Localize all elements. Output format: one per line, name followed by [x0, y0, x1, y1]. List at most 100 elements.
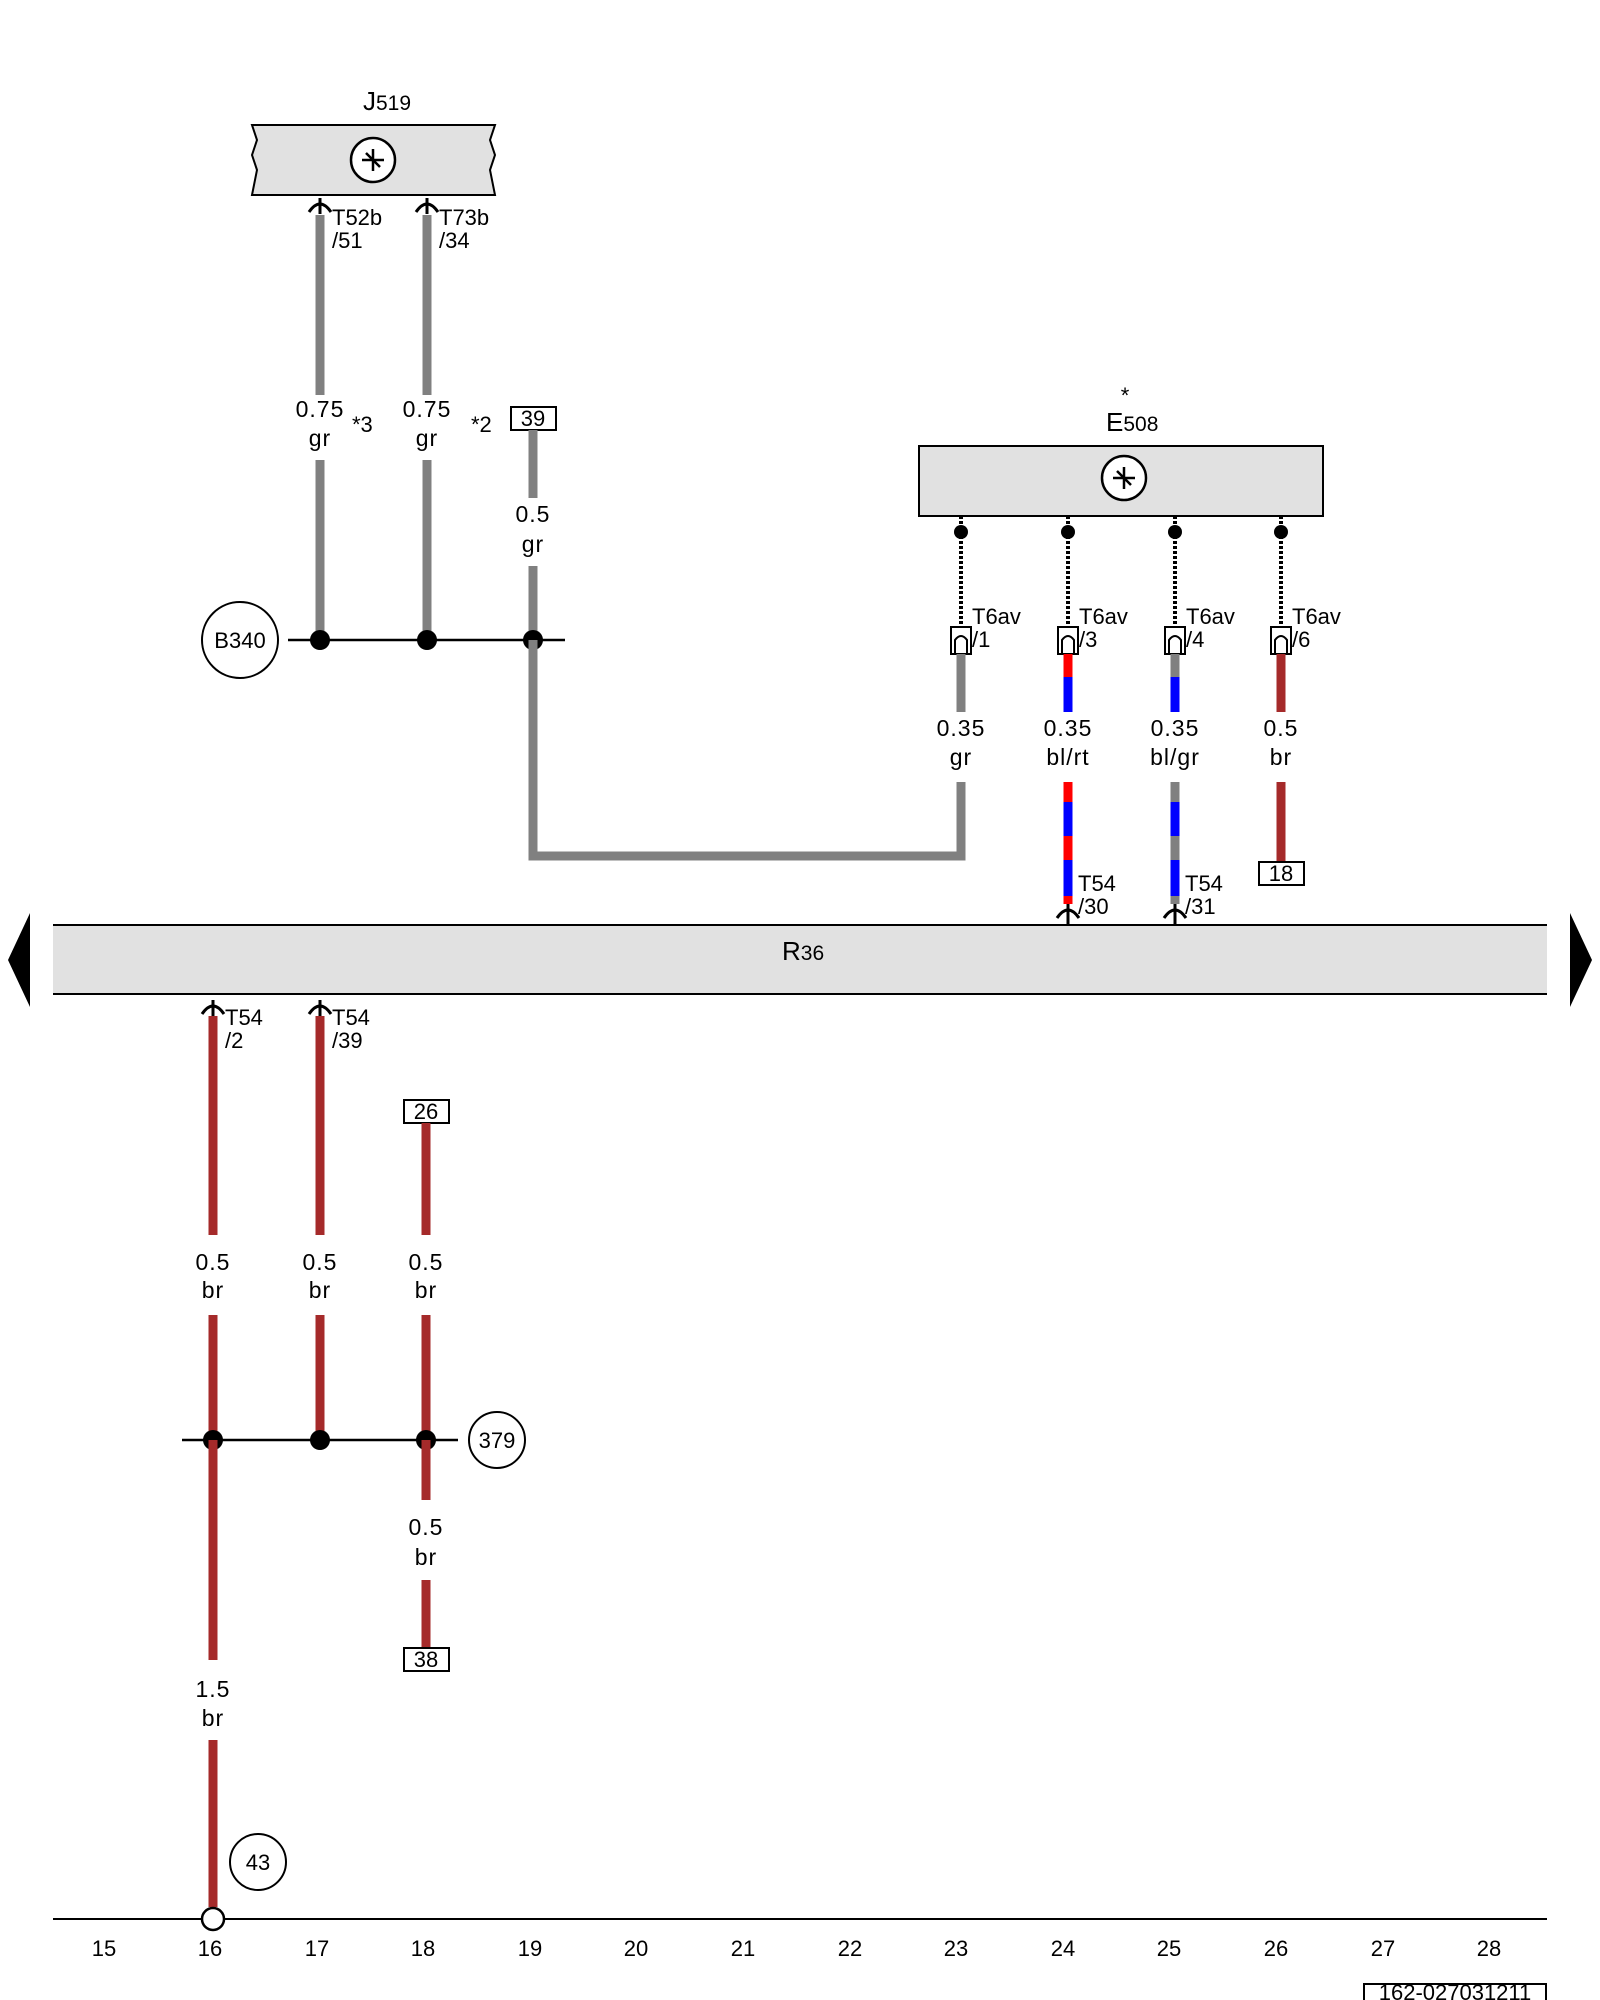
document-id-box: 162-027031211	[1363, 1980, 1547, 2000]
track-number: 27	[1371, 1936, 1395, 1961]
connector-pin: /34	[439, 228, 470, 253]
svg-text:18: 18	[1269, 861, 1293, 886]
wire-color-label: gr	[416, 425, 438, 451]
component-label-j519: J519	[363, 86, 411, 116]
electronic-symbol-icon	[349, 136, 397, 184]
connector-label: T6av	[1186, 604, 1235, 629]
wire-note: *3	[352, 412, 373, 437]
wire-size-label: 0.35	[1044, 715, 1093, 741]
connector-label: T6av	[1292, 604, 1341, 629]
track-number: 28	[1477, 1936, 1501, 1961]
track-number: 18	[411, 1936, 435, 1961]
wire-size-label: 0.35	[937, 715, 986, 741]
wire-note: *2	[471, 412, 492, 437]
reference-box-39[interactable]: 39	[510, 406, 557, 431]
connector-r36-t54-30-icon	[1055, 904, 1081, 924]
component-label-r36: R36	[782, 936, 824, 966]
connector-label: T54	[1185, 871, 1223, 896]
connector-pin: /3	[1079, 627, 1097, 652]
track-number: 20	[624, 1936, 648, 1961]
wire-size-label: 0.35	[1151, 715, 1200, 741]
reference-box-18[interactable]: 18	[1258, 861, 1305, 886]
connector-label: T54	[225, 1005, 263, 1030]
arrow-right-icon[interactable]	[1570, 913, 1592, 1007]
connector-pin: /1	[972, 627, 990, 652]
wire-color-label: br	[202, 1705, 224, 1731]
track-number: 22	[838, 1936, 862, 1961]
connector-pin: /4	[1186, 627, 1204, 652]
wire-color-label: bl/rt	[1046, 744, 1089, 770]
connector-r36-t54-2-icon	[200, 1000, 226, 1016]
wire-size-label: 0.5	[516, 501, 551, 527]
wire-size-label: 0.5	[1264, 715, 1299, 741]
component-r36[interactable]	[53, 924, 1547, 995]
connector-e508-pin6-icon	[1270, 626, 1292, 655]
connector-pin: /51	[332, 228, 363, 253]
connector-pin: /2	[225, 1028, 243, 1053]
connector-pin: /6	[1292, 627, 1310, 652]
connector-e508-pin4-icon	[1164, 626, 1186, 655]
wire-w3-routing[interactable]	[528, 640, 966, 861]
track-number: 19	[518, 1936, 542, 1961]
connector-r36-t54-39-icon	[307, 1000, 333, 1016]
connector-pin: /39	[332, 1028, 363, 1053]
track-numbers: 15 16 17 18 19 20 21 22 23 24 25 26 27 2…	[92, 1936, 1501, 1961]
svg-text:B340: B340	[214, 628, 265, 653]
connector-label: T52b	[332, 205, 382, 230]
wire-color-label: br	[415, 1277, 437, 1303]
wire-color-label: gr	[309, 425, 331, 451]
svg-text:43: 43	[246, 1850, 270, 1875]
connector-r36-t54-31-icon	[1162, 904, 1188, 924]
connector-label: T54	[332, 1005, 370, 1030]
wire-color-label: bl/gr	[1150, 744, 1200, 770]
connector-j519-t52b-icon	[307, 198, 333, 214]
svg-text:39: 39	[521, 406, 545, 431]
wire-color-label: br	[202, 1277, 224, 1303]
track-number: 15	[92, 1936, 116, 1961]
ground-bus	[53, 1906, 1547, 1932]
connector-label: T6av	[972, 604, 1021, 629]
connector-j519-t73b-icon	[414, 198, 440, 214]
wire-color-label: gr	[522, 531, 544, 557]
reference-box-26[interactable]: 26	[403, 1099, 450, 1124]
component-e508[interactable]	[918, 445, 1324, 517]
wire-color-label: br	[309, 1277, 331, 1303]
track-number: 21	[731, 1936, 755, 1961]
svg-text:379: 379	[479, 1428, 516, 1453]
connector-pin: /30	[1078, 894, 1109, 919]
connector-label: T73b	[439, 205, 489, 230]
component-j519[interactable]	[250, 124, 497, 196]
wire-size-label: 1.5	[196, 1676, 231, 1702]
component-note: *	[1121, 383, 1130, 408]
track-number: 26	[1264, 1936, 1288, 1961]
wire-size-label: 0.5	[409, 1249, 444, 1275]
track-number: 25	[1157, 1936, 1181, 1961]
connector-e508-pin1-icon	[950, 626, 972, 655]
splice-379[interactable]: 379	[182, 1411, 526, 1469]
wire-color-label: br	[415, 1544, 437, 1570]
arrow-left-icon[interactable]	[8, 913, 30, 1007]
connector-pin: /31	[1185, 894, 1216, 919]
ground-point-43[interactable]: 43	[229, 1833, 287, 1891]
splice-b340[interactable]: B340	[201, 601, 565, 679]
wire-size-label: 0.75	[296, 396, 345, 422]
connector-e508-pin3-icon	[1057, 626, 1079, 655]
track-number: 16	[198, 1936, 222, 1961]
svg-text:162-027031211: 162-027031211	[1379, 1980, 1532, 2000]
track-number: 23	[944, 1936, 968, 1961]
wire-size-label: 0.5	[303, 1249, 338, 1275]
svg-text:38: 38	[414, 1647, 438, 1672]
e508-pin-stubs	[954, 516, 1288, 627]
component-label-e508: E508	[1106, 407, 1158, 437]
wire-size-label: 0.5	[409, 1514, 444, 1540]
wire-color-label: gr	[950, 744, 972, 770]
wire-color-label: br	[1270, 744, 1292, 770]
electronic-symbol-icon	[1100, 454, 1148, 502]
track-number: 24	[1051, 1936, 1075, 1961]
track-number: 17	[305, 1936, 329, 1961]
connector-label: T6av	[1079, 604, 1128, 629]
connector-label: T54	[1078, 871, 1116, 896]
wire-size-label: 0.5	[196, 1249, 231, 1275]
reference-box-38[interactable]: 38	[403, 1647, 450, 1672]
